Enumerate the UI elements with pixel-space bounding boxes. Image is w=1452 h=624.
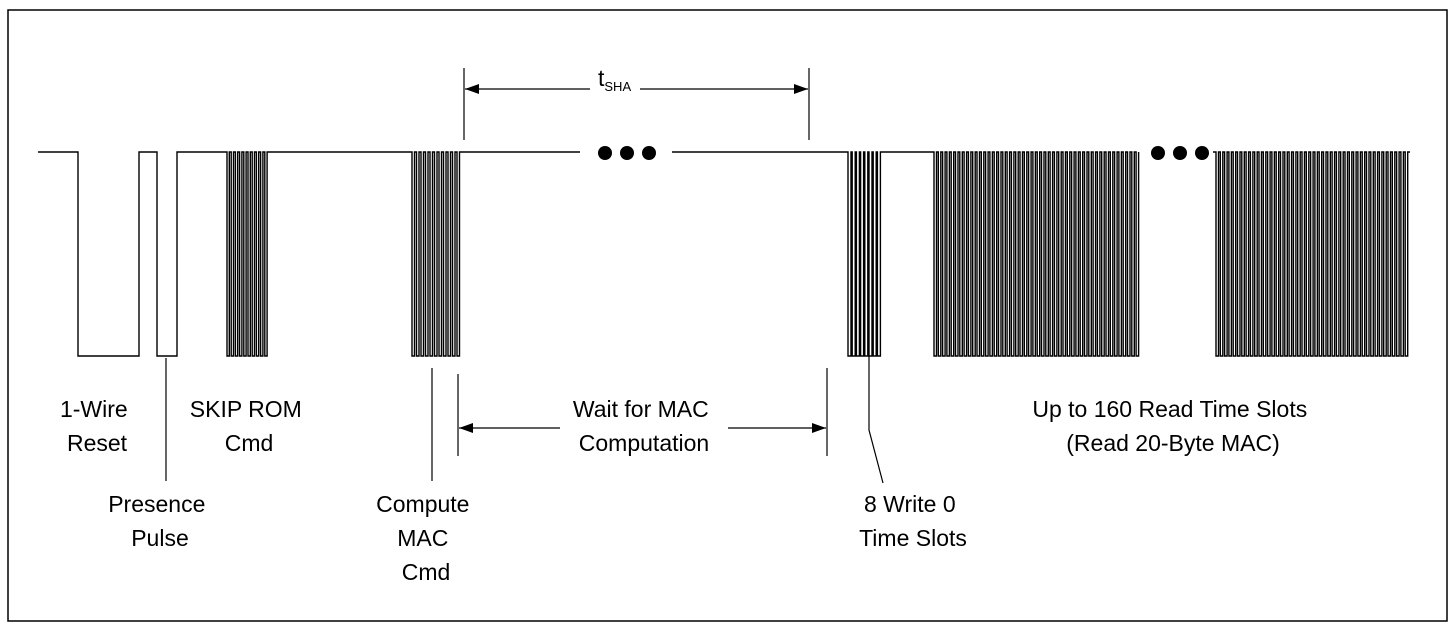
tsha-dimension: tSHA bbox=[463, 65, 810, 140]
reset-label: 1-Wire Reset bbox=[60, 396, 134, 456]
skip-rom-label: SKIP ROM Cmd bbox=[190, 396, 308, 456]
continuation-dots-wait bbox=[598, 146, 656, 160]
presence-pulse-label: Presence Pulse bbox=[108, 491, 212, 551]
continuation-dots-read bbox=[1151, 146, 1209, 160]
diagram-border bbox=[7, 9, 1448, 622]
compute-mac-label: Compute MAC Cmd bbox=[376, 491, 476, 585]
tsha-label: tSHA bbox=[598, 65, 631, 94]
read-slots-label: Up to 160 Read Time Slots (Read 20-Byte … bbox=[1032, 396, 1313, 456]
waveform bbox=[38, 151, 1410, 357]
wait-for-mac-label: Wait for MAC Computation bbox=[573, 396, 715, 456]
write0-slots-label: 8 Write 0 Time Slots bbox=[859, 491, 967, 551]
wait-dimension bbox=[457, 368, 828, 456]
write0-leader-line bbox=[868, 356, 884, 484]
